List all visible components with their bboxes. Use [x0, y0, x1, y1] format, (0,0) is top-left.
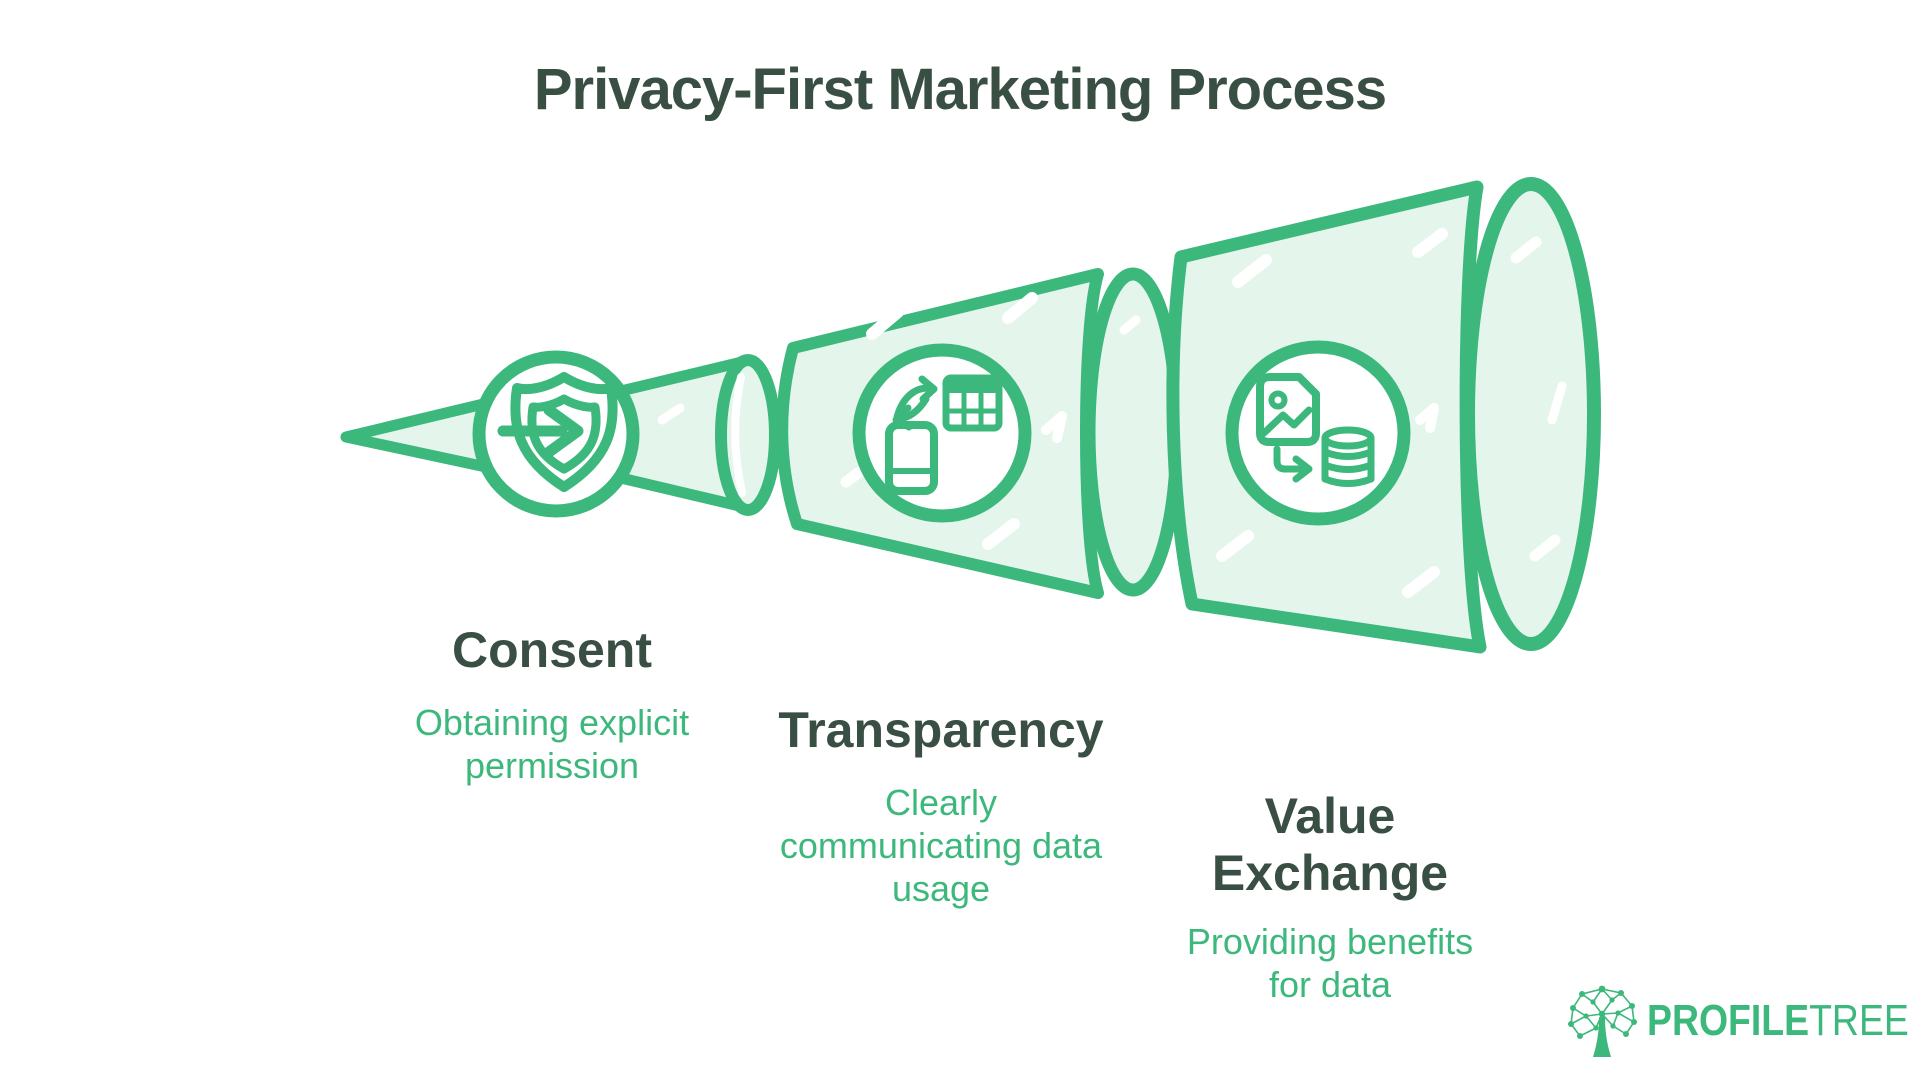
- value-exchange-circle-badge: [1225, 340, 1411, 526]
- stage-value-exchange-description: Providing benefits for data: [1186, 921, 1474, 1006]
- stage-transparency-title: Transparency: [778, 702, 1104, 758]
- funnel-neck-ellipse: [715, 354, 781, 516]
- device-data-sync-icon: [885, 374, 1003, 495]
- stage-consent-description: Obtaining explicit permission: [414, 702, 690, 787]
- stage-transparency-label: Transparency Clearly communicating data …: [741, 702, 1141, 911]
- transparency-circle-badge: [852, 343, 1032, 523]
- stage-consent-label: Consent Obtaining explicit permission: [372, 622, 732, 787]
- logo-text-tree: TREE: [1809, 996, 1909, 1045]
- profiletree-logo: PROFILETREE: [1566, 984, 1920, 1058]
- stage-transparency-description: Clearly communicating data usage: [779, 782, 1103, 910]
- page-title: Privacy-First Marketing Process: [533, 57, 1387, 122]
- stage-consent-title: Consent: [452, 622, 652, 678]
- stage-value-exchange-label: Value Exchange Providing benefits for da…: [1180, 788, 1480, 1006]
- stage-value-exchange-title: Value Exchange: [1211, 788, 1449, 901]
- tree-network-icon: [1568, 985, 1637, 1057]
- shield-login-arrow-icon: [497, 372, 618, 492]
- consent-circle-badge: [472, 350, 640, 518]
- logo-wordmark: PROFILETREE: [1647, 996, 1909, 1046]
- image-to-database-icon: [1256, 373, 1375, 487]
- logo-text-profile: PROFILE: [1647, 996, 1810, 1045]
